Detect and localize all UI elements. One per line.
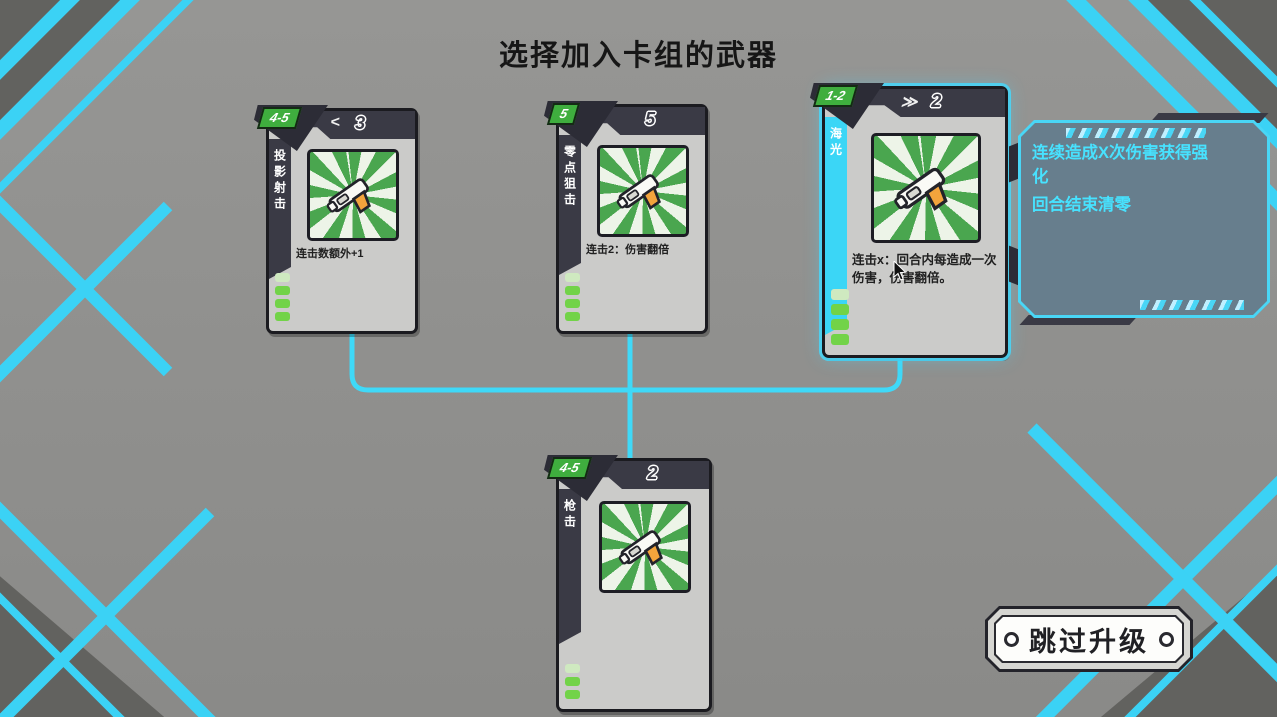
tooltip-line: 连续造成X次伤害获得强化 [1032,144,1209,186]
card-name: 海光 [828,127,843,159]
card-name-stripe: 枪击 [559,489,581,644]
card-description: 连击数额外+1 [296,248,364,260]
card-description: 连击2：伤害翻倍 [586,244,670,256]
card-energy-meter [275,273,290,321]
card-name-stripe: 零点狙击 [559,135,581,275]
skip-button-right-dot [1159,632,1174,647]
tooltip-hatch-decoration [1066,128,1206,138]
card-energy-meter [831,289,849,345]
card-header-number: 2 [931,91,942,111]
card-header-icon: < [330,114,340,131]
card-header-number: 3 [355,113,366,133]
weapon-card-projection-shot[interactable]: < 3 4-5 投影射击 连击数额外+1 [254,105,418,334]
card-art [597,145,689,237]
card-header-icon: ≫ [900,94,918,111]
gun-icon [616,174,661,210]
card-range-badge: 1-2 [812,85,858,107]
card-energy-meter [565,273,580,321]
card-energy-meter [565,664,580,699]
card-range-value: 4-5 [557,460,582,475]
card-range-value: 5 [557,106,570,121]
tooltip-hatch-decoration [1140,300,1244,310]
card-art [307,149,399,241]
card-tooltip-panel: 连续造成X次伤害获得强化 回合结束清零 [1009,113,1270,325]
card-header-number: 5 [645,109,656,129]
gun-icon [894,167,948,211]
weapon-card-zero-point-snipe[interactable]: 5 5 零点狙击 连击2：伤害翻倍 [544,101,708,334]
card-header-number: 2 [647,463,658,483]
card-art [871,133,981,243]
card-name: 投影射击 [272,149,287,213]
card-range-badge: 4-5 [256,107,302,129]
skip-button-left-dot [1004,632,1019,647]
weapon-card-sea-light-selected[interactable]: ≫ 2 1-2 海光 连击x：回合内每造成一次伤害，伤害翻倍。 [810,83,1008,358]
card-name-stripe: 海光 [825,117,847,335]
skip-button-label: 跳过升级 [1029,626,1149,657]
gun-icon [326,178,371,214]
card-name-stripe: 投影射击 [269,139,291,279]
card-range-badge: 4-5 [546,457,592,479]
skip-upgrade-button[interactable]: 跳过升级 [985,606,1193,672]
card-description: 连击x：回合内每造成一次伤害，伤害翻倍。 [852,253,997,286]
card-name: 枪击 [562,499,577,531]
card-range-value: 4-5 [267,110,292,125]
page-title: 选择加入卡组的武器 [498,40,778,72]
gun-icon [618,530,663,566]
tooltip-text: 连续造成X次伤害获得强化 回合结束清零 [1032,142,1224,222]
card-name: 零点狙击 [562,145,577,209]
weapon-card-gunshot[interactable]: 2 4-5 枪击 [544,455,712,712]
tooltip-line: 回合结束清零 [1032,195,1131,214]
card-range-value: 1-2 [823,88,848,103]
skip-button-face: 跳过升级 [996,617,1182,661]
card-art [599,501,691,593]
